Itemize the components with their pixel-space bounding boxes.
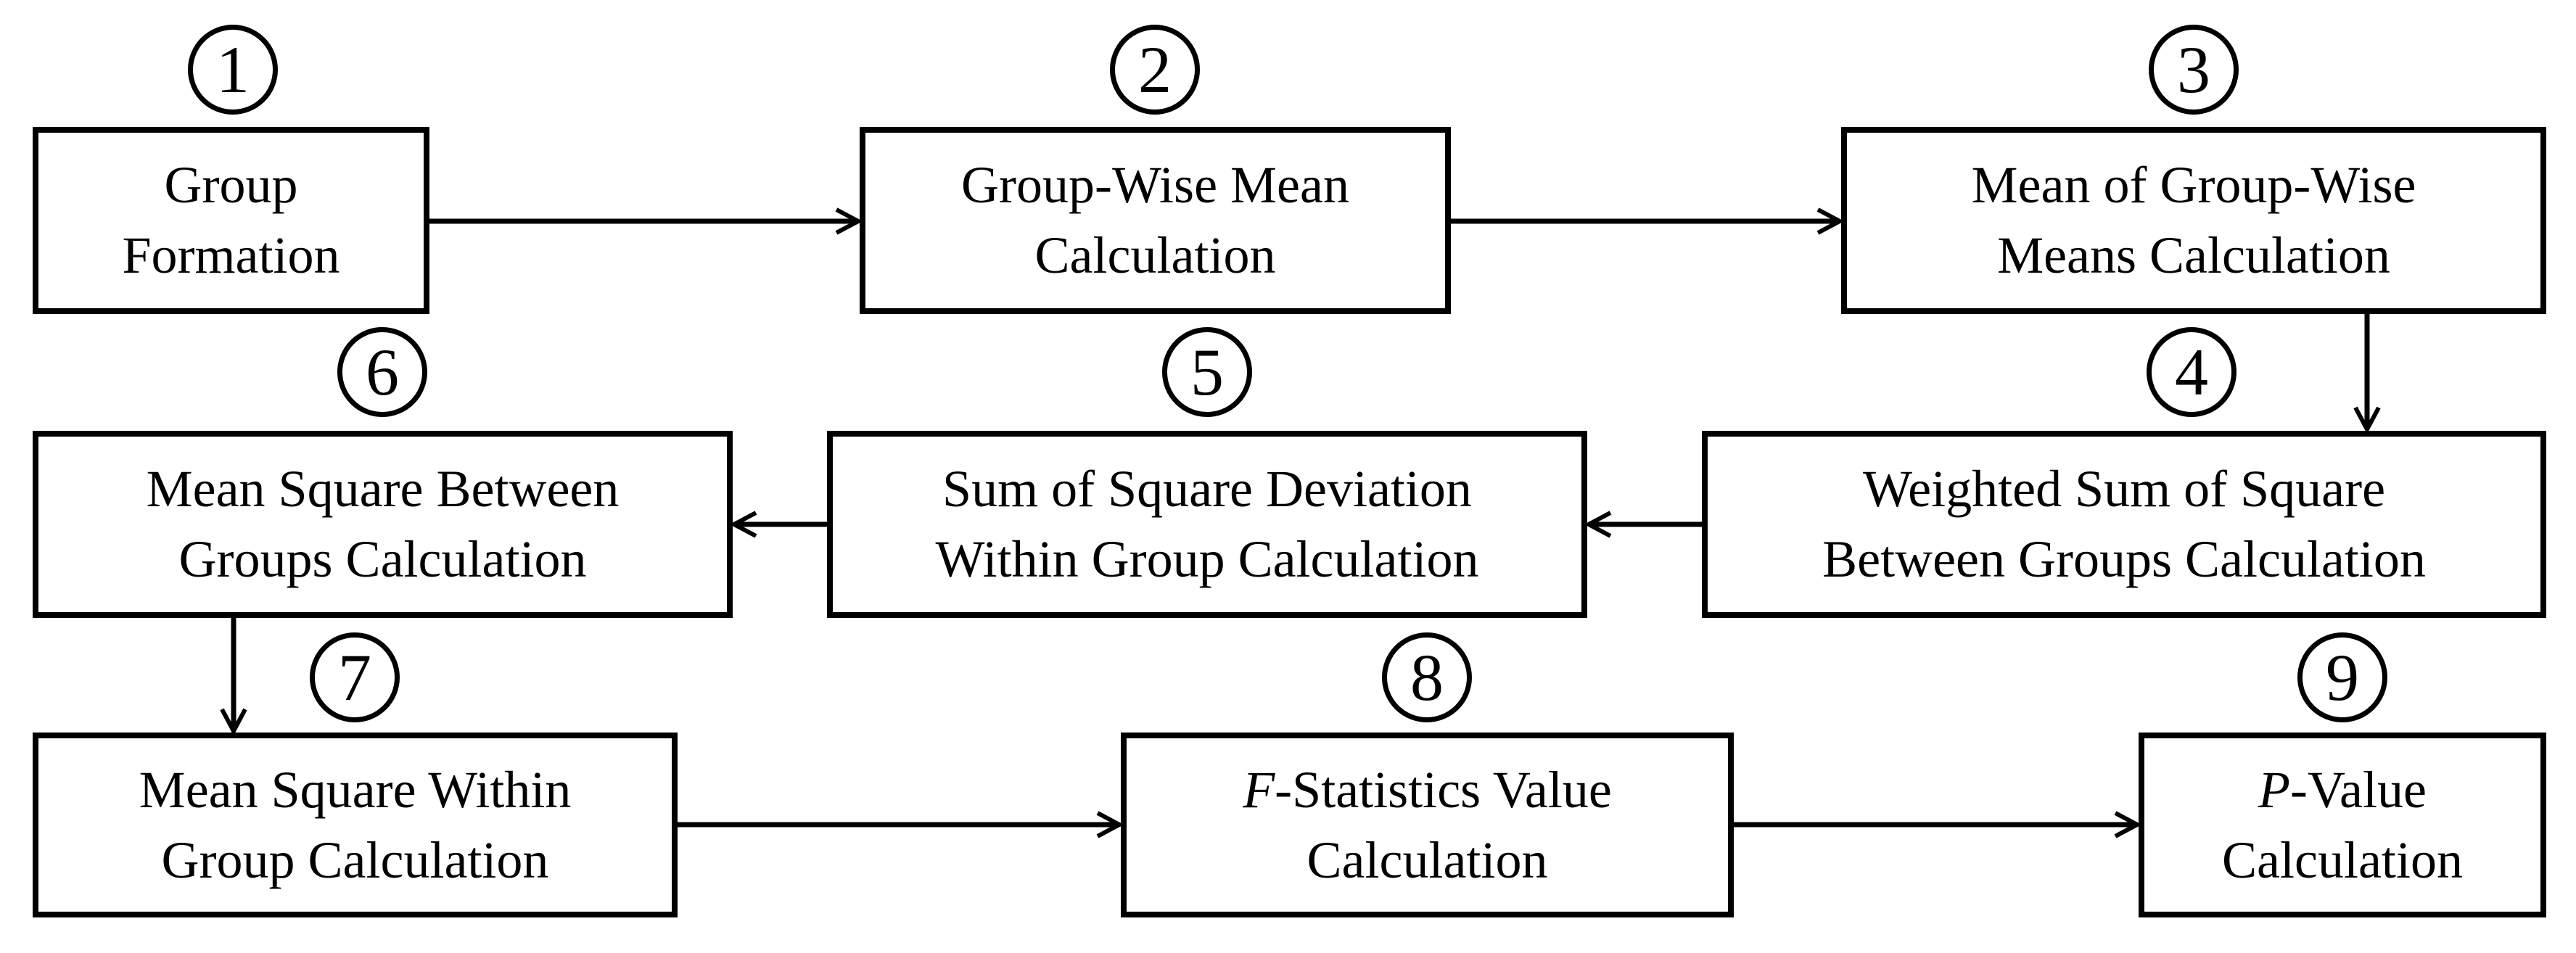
step-label-line: P-Value bbox=[2258, 755, 2427, 825]
step-label-text: Weighted Sum of Square bbox=[1862, 460, 2386, 518]
step-label-line: Formation bbox=[123, 220, 340, 291]
italic-prefix: F bbox=[1243, 760, 1275, 819]
step-number-badge-5: 5 bbox=[1162, 327, 1252, 417]
step-label-line: Means Calculation bbox=[1997, 220, 2390, 291]
step-number: 6 bbox=[366, 335, 399, 409]
step-number: 9 bbox=[2326, 640, 2359, 714]
step-label-text: Mean Square Between bbox=[146, 460, 620, 518]
step-number-badge-3: 3 bbox=[2149, 25, 2239, 115]
step-label-text: Groups Calculation bbox=[178, 530, 587, 588]
step-label-line: Group bbox=[165, 150, 298, 220]
step-label-line: Mean Square Within bbox=[139, 755, 572, 825]
step-label-line: Groups Calculation bbox=[179, 524, 587, 595]
step-label-line: Weighted Sum of Square bbox=[1863, 454, 2385, 524]
step-label-line: Group Calculation bbox=[162, 825, 549, 896]
step-box-p-value: P-Value Calculation bbox=[2139, 733, 2546, 917]
step-label-text: Mean of Group-Wise bbox=[1971, 156, 2416, 214]
step-label-text: Between Groups Calculation bbox=[1822, 530, 2426, 588]
step-box-sum-of-square-deviation: Sum of Square Deviation Within Group Cal… bbox=[827, 431, 1587, 618]
step-box-mean-square-between-groups: Mean Square Between Groups Calculation bbox=[33, 431, 733, 618]
step-label-line: Calculation bbox=[1035, 220, 1276, 291]
step-box-mean-square-within-group: Mean Square Within Group Calculation bbox=[33, 733, 678, 917]
step-box-f-statistics-value: F-Statistics Value Calculation bbox=[1121, 733, 1734, 917]
step-label-line: Calculation bbox=[1307, 825, 1548, 896]
step-label-text: -Statistics Value bbox=[1275, 760, 1612, 819]
step-number-badge-7: 7 bbox=[310, 632, 400, 722]
step-number: 8 bbox=[1410, 640, 1444, 714]
step-label-line: Mean Square Between bbox=[147, 454, 620, 524]
step-label-line: Group-Wise Mean bbox=[961, 150, 1349, 220]
step-number-badge-2: 2 bbox=[1110, 25, 1200, 115]
step-label-line: Between Groups Calculation bbox=[1822, 524, 2426, 595]
step-label-text: Formation bbox=[122, 226, 340, 284]
step-label-text: Group-Wise Mean bbox=[961, 156, 1349, 214]
step-number-badge-4: 4 bbox=[2147, 327, 2236, 417]
step-number-badge-9: 9 bbox=[2297, 632, 2387, 722]
step-label-text: Group bbox=[164, 156, 298, 214]
step-label-text: Calculation bbox=[2222, 830, 2463, 889]
step-number-badge-6: 6 bbox=[337, 327, 427, 417]
step-label-text: Within Group Calculation bbox=[935, 530, 1479, 588]
step-label-text: Calculation bbox=[1034, 226, 1276, 284]
step-label-line: F-Statistics Value bbox=[1243, 755, 1612, 825]
step-label-line: Sum of Square Deviation bbox=[942, 454, 1472, 524]
step-number: 5 bbox=[1190, 335, 1224, 409]
step-box-group-formation: Group Formation bbox=[33, 127, 429, 314]
step-label-line: Within Group Calculation bbox=[936, 524, 1479, 595]
step-number-badge-8: 8 bbox=[1382, 632, 1472, 722]
step-label-text: Group Calculation bbox=[161, 830, 549, 889]
step-label-text: Calculation bbox=[1306, 830, 1548, 889]
step-label-text: Sum of Square Deviation bbox=[942, 460, 1472, 518]
step-label-text: -Value bbox=[2290, 760, 2427, 819]
italic-prefix: P bbox=[2258, 760, 2291, 819]
step-box-mean-of-group-wise-means: Mean of Group-Wise Means Calculation bbox=[1841, 127, 2546, 314]
step-number: 4 bbox=[2175, 335, 2208, 409]
step-label-text: Mean Square Within bbox=[139, 760, 572, 819]
step-label-line: Calculation bbox=[2222, 825, 2463, 896]
step-number: 7 bbox=[338, 640, 371, 714]
step-number-badge-1: 1 bbox=[188, 25, 278, 115]
step-box-weighted-sum-of-square: Weighted Sum of Square Between Groups Ca… bbox=[1702, 431, 2546, 618]
step-number: 2 bbox=[1138, 33, 1172, 107]
step-label-line: Mean of Group-Wise bbox=[1972, 150, 2416, 220]
step-number: 1 bbox=[216, 33, 250, 107]
step-number: 3 bbox=[2177, 33, 2210, 107]
step-label-text: Means Calculation bbox=[1997, 226, 2390, 284]
step-box-group-wise-mean: Group-Wise Mean Calculation bbox=[860, 127, 1451, 314]
